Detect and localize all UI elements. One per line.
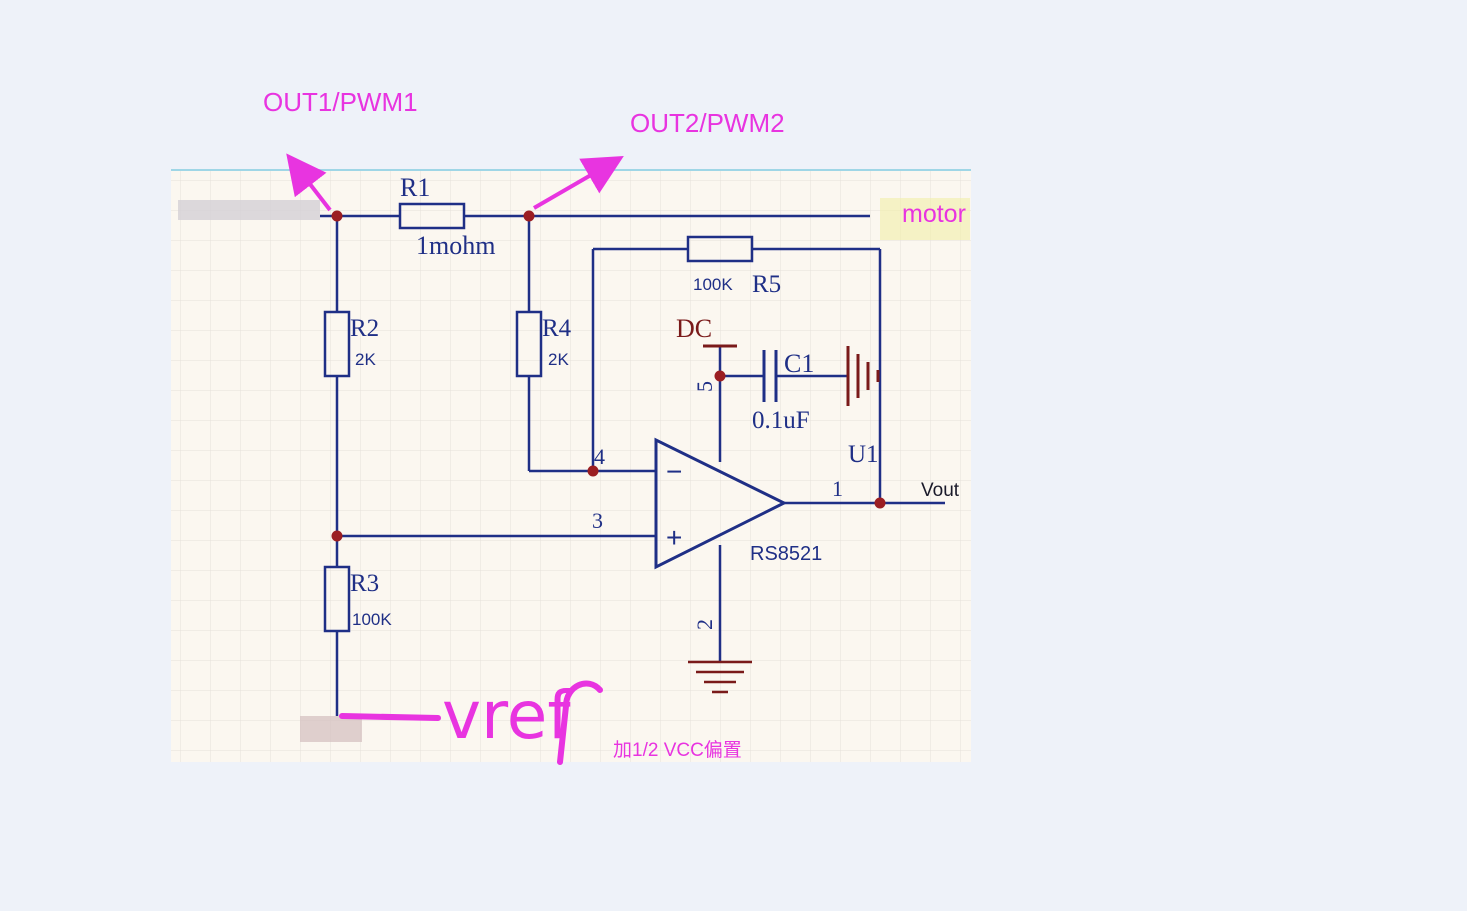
resistor-r5-body	[686, 235, 754, 263]
pin-3-label: 3	[592, 508, 603, 533]
resistor-r2-body	[323, 310, 351, 378]
pin-5-label: 5	[692, 381, 717, 392]
junction-dot	[331, 210, 343, 222]
arrow-out1	[286, 153, 332, 212]
ground-symbol-u1	[688, 660, 752, 694]
schematic-paper	[171, 169, 971, 762]
r2-value: 2K	[355, 350, 376, 369]
r4-ref: R4	[542, 315, 572, 342]
redacted-label	[300, 716, 362, 742]
motor-annotation: motor	[902, 200, 966, 228]
dc-label: DC	[676, 314, 712, 343]
junction-dot	[714, 370, 726, 382]
r4-value: 2K	[548, 350, 569, 369]
resistor-r1-body	[398, 202, 466, 230]
bias-note-annotation: 加1/2 VCC偏置	[613, 739, 742, 761]
u1-ref: U1	[848, 441, 879, 468]
c1-ref: C1	[784, 349, 814, 378]
c1-value: 0.1uF	[752, 407, 810, 434]
capacitor-c1-symbol	[762, 350, 778, 402]
r5-value: 100K	[693, 275, 733, 294]
vref-handwriting	[339, 680, 603, 765]
ground-symbol-c1	[846, 346, 880, 406]
resistor-r4-body	[515, 310, 543, 378]
opamp-u1-body	[654, 437, 788, 570]
highlight-patch	[880, 198, 970, 240]
wires	[320, 214, 945, 716]
junction-dot	[874, 497, 886, 509]
pin-2-label: 2	[692, 619, 717, 630]
vout-label: Vout	[921, 480, 960, 501]
resistor-r3-body	[323, 565, 351, 633]
r3-ref: R3	[350, 570, 379, 597]
pin-4-label: 4	[594, 444, 605, 469]
r2-ref: R2	[350, 315, 379, 342]
vref-annotation: vref	[442, 677, 572, 754]
r5-ref: R5	[752, 271, 781, 298]
out2-pwm2-annotation: OUT2/PWM2	[630, 108, 785, 138]
r1-value: 1mohm	[416, 231, 495, 260]
pin-1-label: 1	[832, 476, 843, 501]
junction-dot	[331, 530, 343, 542]
annotation-arrows	[286, 153, 624, 212]
out1-pwm1-annotation: OUT1/PWM1	[263, 87, 418, 117]
opamp-plus-sign: +	[666, 522, 682, 553]
r1-ref: R1	[400, 173, 430, 202]
junction-dot	[523, 210, 535, 222]
arrow-out2	[532, 155, 624, 210]
junction-dot	[587, 465, 599, 477]
redacted-label	[178, 200, 320, 220]
junction-dots	[331, 210, 886, 542]
opamp-minus-sign: −	[666, 456, 682, 487]
r3-value: 100K	[352, 610, 392, 629]
u1-part-number: RS8521	[750, 543, 822, 565]
